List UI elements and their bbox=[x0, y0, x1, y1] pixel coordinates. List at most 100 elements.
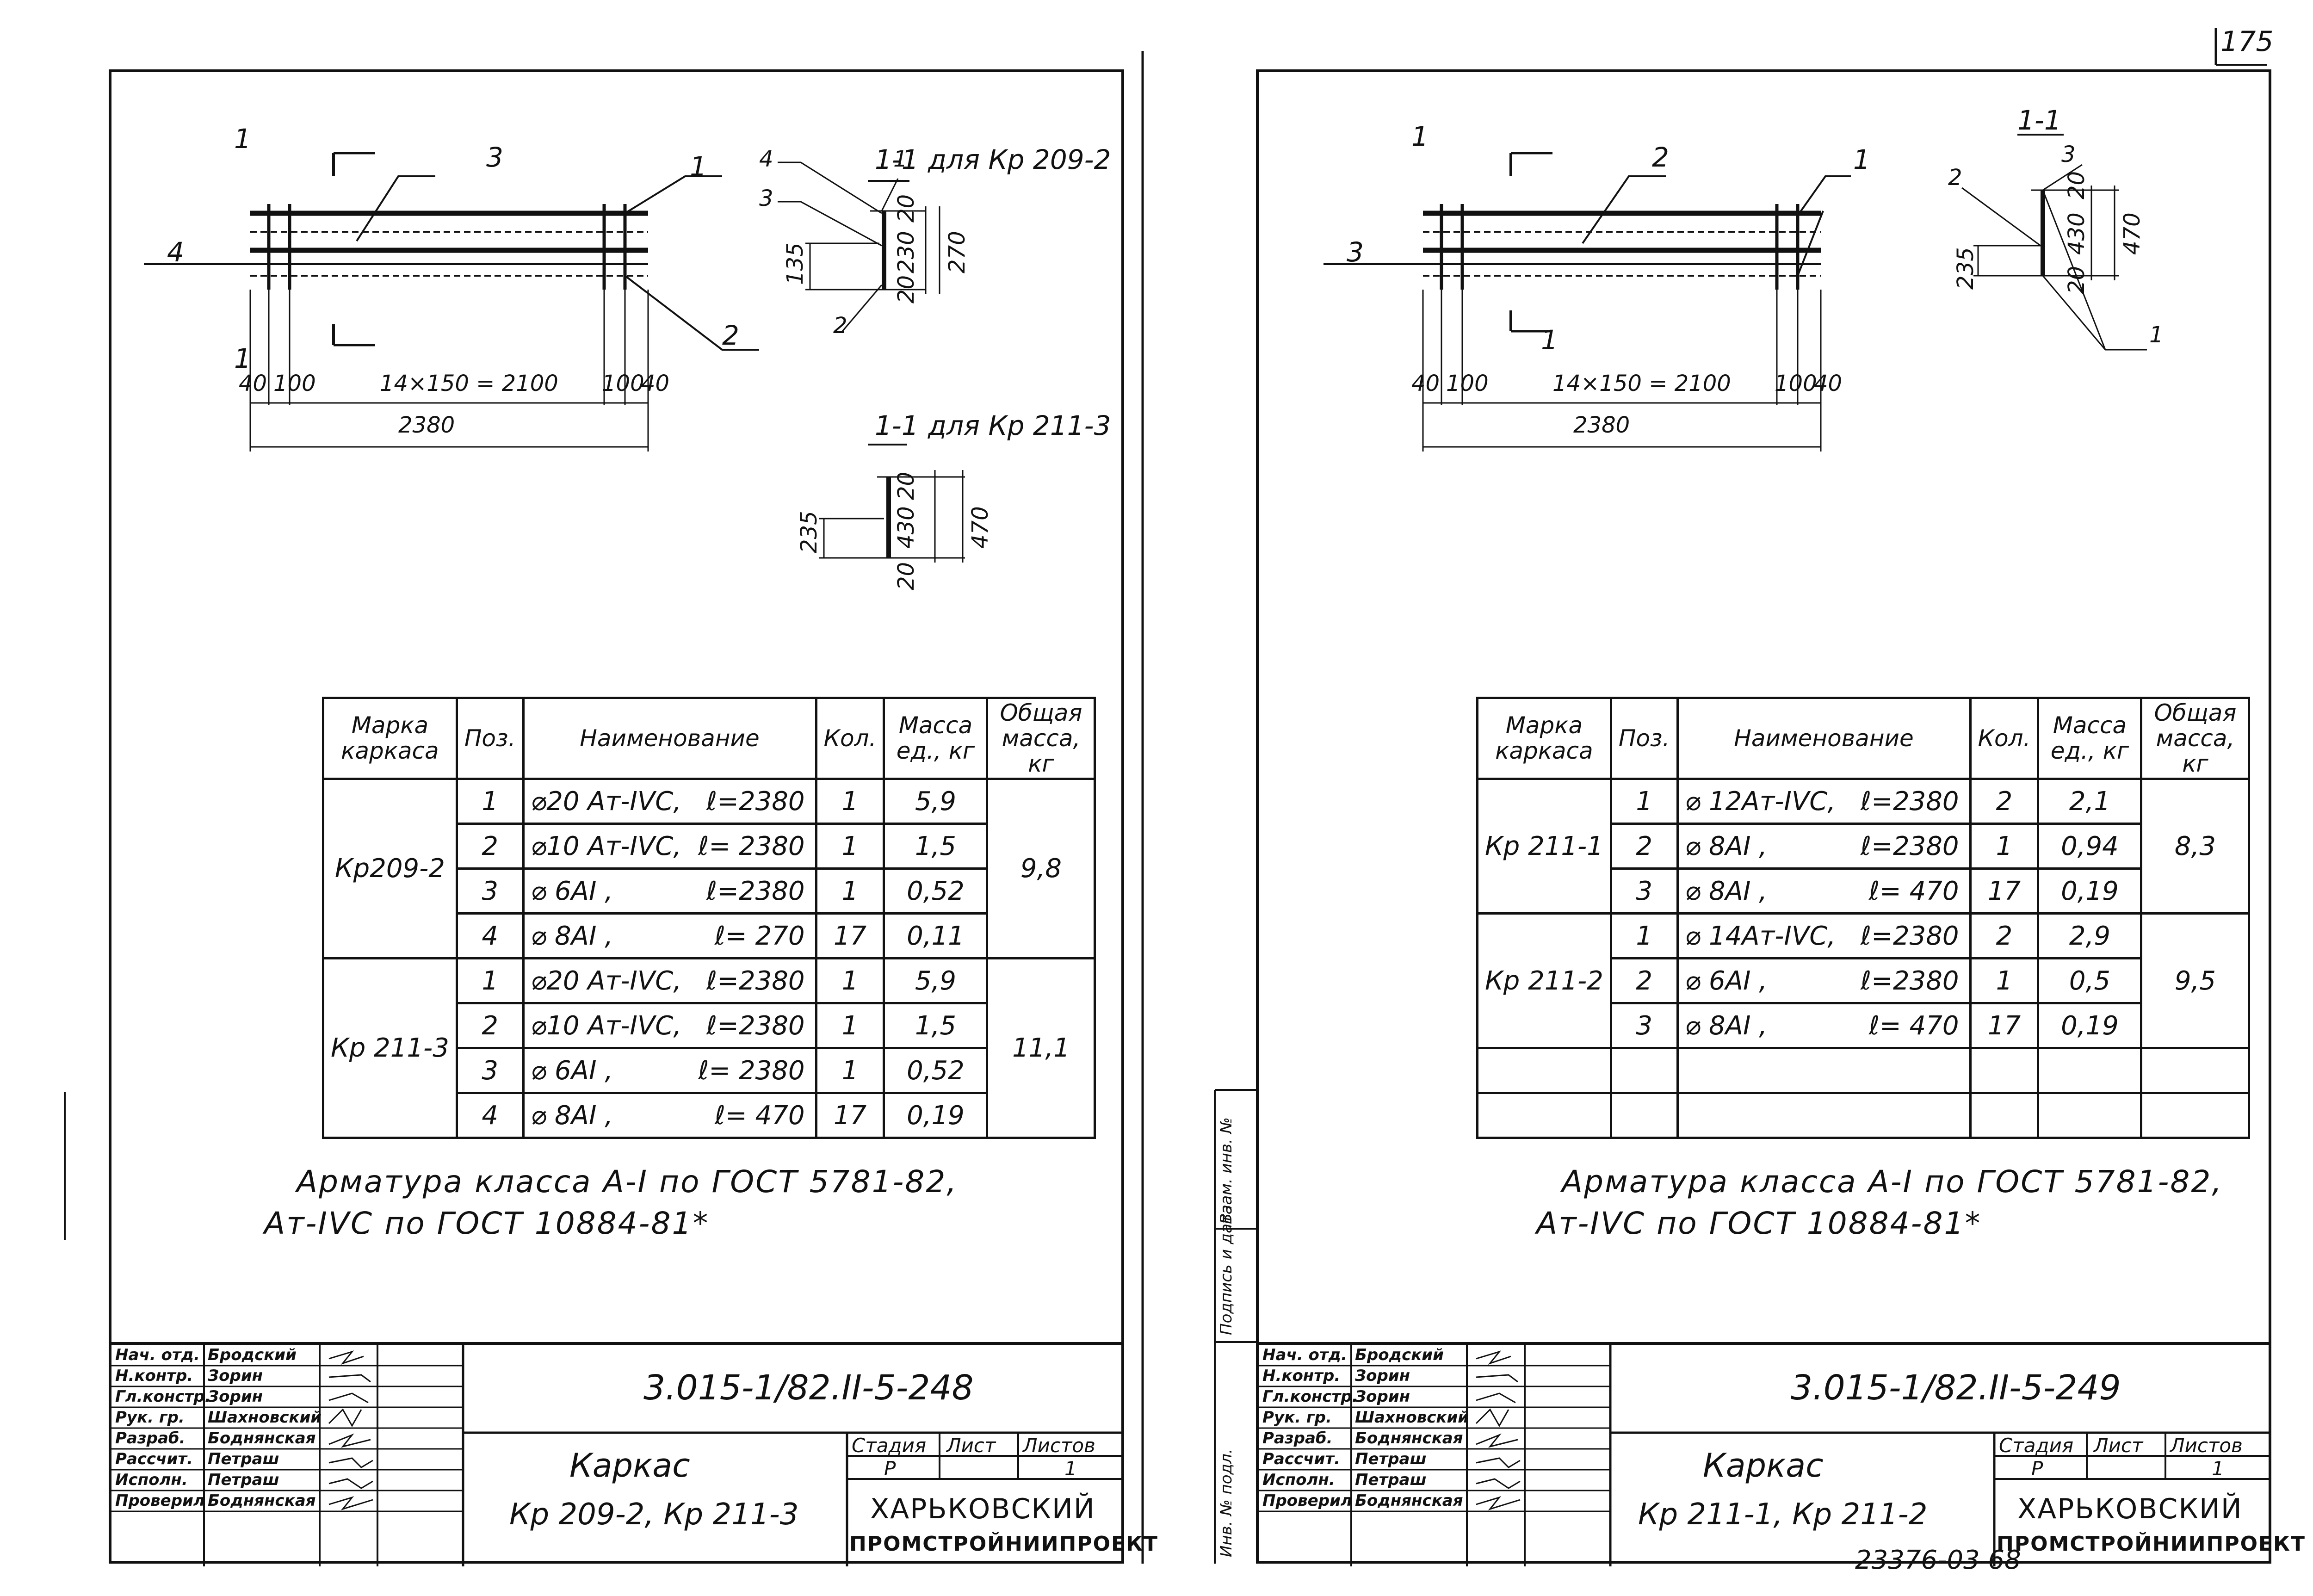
signer-name: Шахновский bbox=[1355, 1408, 1469, 1427]
empty-cell bbox=[2140, 1092, 2251, 1139]
qty-cell: 1 bbox=[815, 778, 885, 825]
dim-total: 2380 bbox=[1573, 412, 1630, 438]
col-header-mark: Марка каркаса bbox=[1476, 697, 1612, 780]
mass-cell: 1,5 bbox=[883, 823, 989, 870]
sheet-header: Лист bbox=[946, 1434, 996, 1457]
frame-mark: Кр 211-1 bbox=[1476, 778, 1612, 915]
bar-length: ℓ=2380 bbox=[706, 876, 805, 906]
pos-cell: 4 bbox=[455, 912, 525, 959]
mass-cell: 1,5 bbox=[883, 1002, 989, 1049]
empty-cell bbox=[2037, 1092, 2143, 1139]
dim-100-left: 100 bbox=[1446, 371, 1489, 396]
signer-name: Зорин bbox=[208, 1387, 263, 1406]
bar-name: ⌀10 Ат-IVС, bbox=[531, 1010, 682, 1041]
empty-cell bbox=[1609, 1092, 1679, 1139]
frame-mark: Кр209-2 bbox=[322, 778, 458, 959]
col-header-name: Наименование bbox=[1676, 697, 1972, 780]
specification-table-right: Марка каркаса Поз. Наименование Кол. Мас… bbox=[1476, 697, 2251, 1139]
sheets-value: 1 bbox=[1064, 1457, 1077, 1480]
bar-name: ⌀20 Ат-IVС, bbox=[531, 965, 682, 996]
side-label-signature: Подпись и дата bbox=[1217, 1205, 1236, 1335]
signer-name: Зорин bbox=[1355, 1367, 1410, 1385]
table-row: 2 ⌀10 Ат-IVС,ℓ= 2380 1 1,5 bbox=[323, 823, 1095, 870]
empty-cell bbox=[1476, 1092, 1612, 1139]
dim-40-left: 40 bbox=[1411, 371, 1440, 396]
mass-cell: 5,9 bbox=[883, 778, 989, 825]
position-mark-1: 1 bbox=[690, 151, 707, 182]
role-group-lead: Рук. гр. bbox=[115, 1408, 185, 1427]
sec-b-dim-430: 430 bbox=[893, 506, 919, 549]
role-head: Нач. отд. bbox=[1262, 1346, 1347, 1364]
sheets-header: Листов bbox=[2170, 1434, 2243, 1457]
sec-a-dim-20-bottom: 20 bbox=[893, 275, 919, 303]
role-executor: Исполн. bbox=[115, 1471, 188, 1489]
qty-cell: 1 bbox=[815, 1002, 885, 1049]
signer-name: Бродский bbox=[208, 1346, 297, 1364]
position-mark-2: 2 bbox=[1652, 142, 1669, 173]
organization-institute: ПРОМСТРОЙНИИПРОЕКТ bbox=[1997, 1532, 2306, 1556]
signer-name: Зорин bbox=[1355, 1387, 1410, 1406]
signer-name: Боднянская bbox=[208, 1429, 316, 1448]
sec-a-dim-230: 230 bbox=[893, 231, 919, 273]
bar-name: ⌀20 Ат-IVС, bbox=[531, 786, 682, 817]
position-mark-3: 3 bbox=[1347, 236, 1364, 268]
organization-name: ХАРЬКОВСКИЙ bbox=[870, 1493, 1095, 1525]
note-line-1: Арматура класса А-I по ГОСТ 5781-82, bbox=[1562, 1164, 2223, 1200]
organization-name: ХАРЬКОВСКИЙ bbox=[2017, 1493, 2243, 1525]
sheet-header: Лист bbox=[2094, 1434, 2143, 1457]
sheets-header: Листов bbox=[1023, 1434, 1095, 1457]
qty-cell: 2 bbox=[1969, 778, 2040, 825]
bar-length: ℓ=2380 bbox=[1860, 831, 1959, 861]
pos-cell: 3 bbox=[1609, 867, 1679, 915]
role-chief-designer: Гл.констр. bbox=[1262, 1387, 1358, 1406]
cut-mark-top: 1 bbox=[1411, 121, 1429, 152]
table-row: 3 ⌀ 8AI ,ℓ= 470 17 0,19 bbox=[1478, 1002, 2249, 1049]
col-header-pos: Поз. bbox=[455, 697, 525, 780]
pos-cell: 2 bbox=[1609, 823, 1679, 870]
sec-a-dim-135: 135 bbox=[782, 242, 808, 285]
stage-header: Стадия bbox=[1999, 1434, 2074, 1457]
sec-b-dim-20-bottom: 20 bbox=[893, 562, 919, 590]
bar-length: ℓ= 2380 bbox=[698, 1055, 805, 1086]
signer-name: Боднянская bbox=[208, 1491, 316, 1510]
qty-cell: 1 bbox=[815, 867, 885, 915]
mass-cell: 2,1 bbox=[2037, 778, 2143, 825]
total-mass-cell: 8,3 bbox=[2140, 778, 2251, 915]
mass-cell: 0,19 bbox=[2037, 867, 2143, 915]
bar-name: ⌀ 14Ат-IVС, bbox=[1685, 921, 1836, 951]
frame-elevation-drawing bbox=[144, 152, 965, 563]
table-row: 2 ⌀10 Ат-IVС,ℓ=2380 1 1,5 bbox=[323, 1002, 1095, 1049]
qty-cell: 1 bbox=[815, 1047, 885, 1094]
frame-mark: Кр 211-2 bbox=[1476, 912, 1612, 1049]
col-header-pos: Поз. bbox=[1609, 697, 1679, 780]
stage-value: Р bbox=[2031, 1457, 2043, 1480]
col-header-mark: Марка каркаса bbox=[322, 697, 458, 780]
qty-cell: 1 bbox=[815, 957, 885, 1004]
dim-100-right: 100 bbox=[602, 371, 644, 396]
sec-mark-2: 2 bbox=[1948, 165, 1962, 191]
pos-cell: 3 bbox=[455, 1047, 525, 1094]
pos-cell: 3 bbox=[455, 867, 525, 915]
bar-length: ℓ=2380 bbox=[706, 1010, 805, 1041]
dim-span: 14×150 = 2100 bbox=[380, 371, 558, 396]
mass-cell: 0,52 bbox=[883, 1047, 989, 1094]
name-cell: ⌀ 8AI ,ℓ= 470 bbox=[1676, 867, 1972, 915]
col-header-total-mass: Общая масса, кг bbox=[2140, 697, 2251, 780]
document-code: 3.015-1/82.II-5-248 bbox=[643, 1368, 974, 1408]
table-row: Кр 211-3 1 ⌀20 Ат-IVС,ℓ=2380 1 5,9 11,1 bbox=[322, 957, 1096, 1139]
name-cell: ⌀ 8AI ,ℓ= 470 bbox=[522, 1092, 817, 1139]
name-cell: ⌀ 8AI ,ℓ= 470 bbox=[1676, 1002, 1972, 1049]
dim-40-right: 40 bbox=[1814, 371, 1843, 396]
signer-name: Зорин bbox=[208, 1367, 263, 1385]
bar-length: ℓ= 2380 bbox=[698, 831, 805, 861]
name-cell: ⌀20 Ат-IVС,ℓ=2380 bbox=[522, 957, 817, 1004]
role-norm-control: Н.контр. bbox=[115, 1367, 193, 1385]
mass-cell: 0,11 bbox=[883, 912, 989, 959]
bar-name: ⌀10 Ат-IVС, bbox=[531, 831, 682, 861]
role-checker: Проверил bbox=[115, 1491, 205, 1510]
col-header-qty: Кол. bbox=[1969, 697, 2040, 780]
table-row: 4 ⌀ 8AI ,ℓ= 470 17 0,19 bbox=[323, 1092, 1095, 1139]
drawing-subtitle: Кр 209-2, Кр 211-3 bbox=[509, 1497, 799, 1532]
signer-name: Боднянская bbox=[1355, 1491, 1463, 1510]
bar-name: ⌀ 12Ат-IVС, bbox=[1685, 786, 1836, 817]
